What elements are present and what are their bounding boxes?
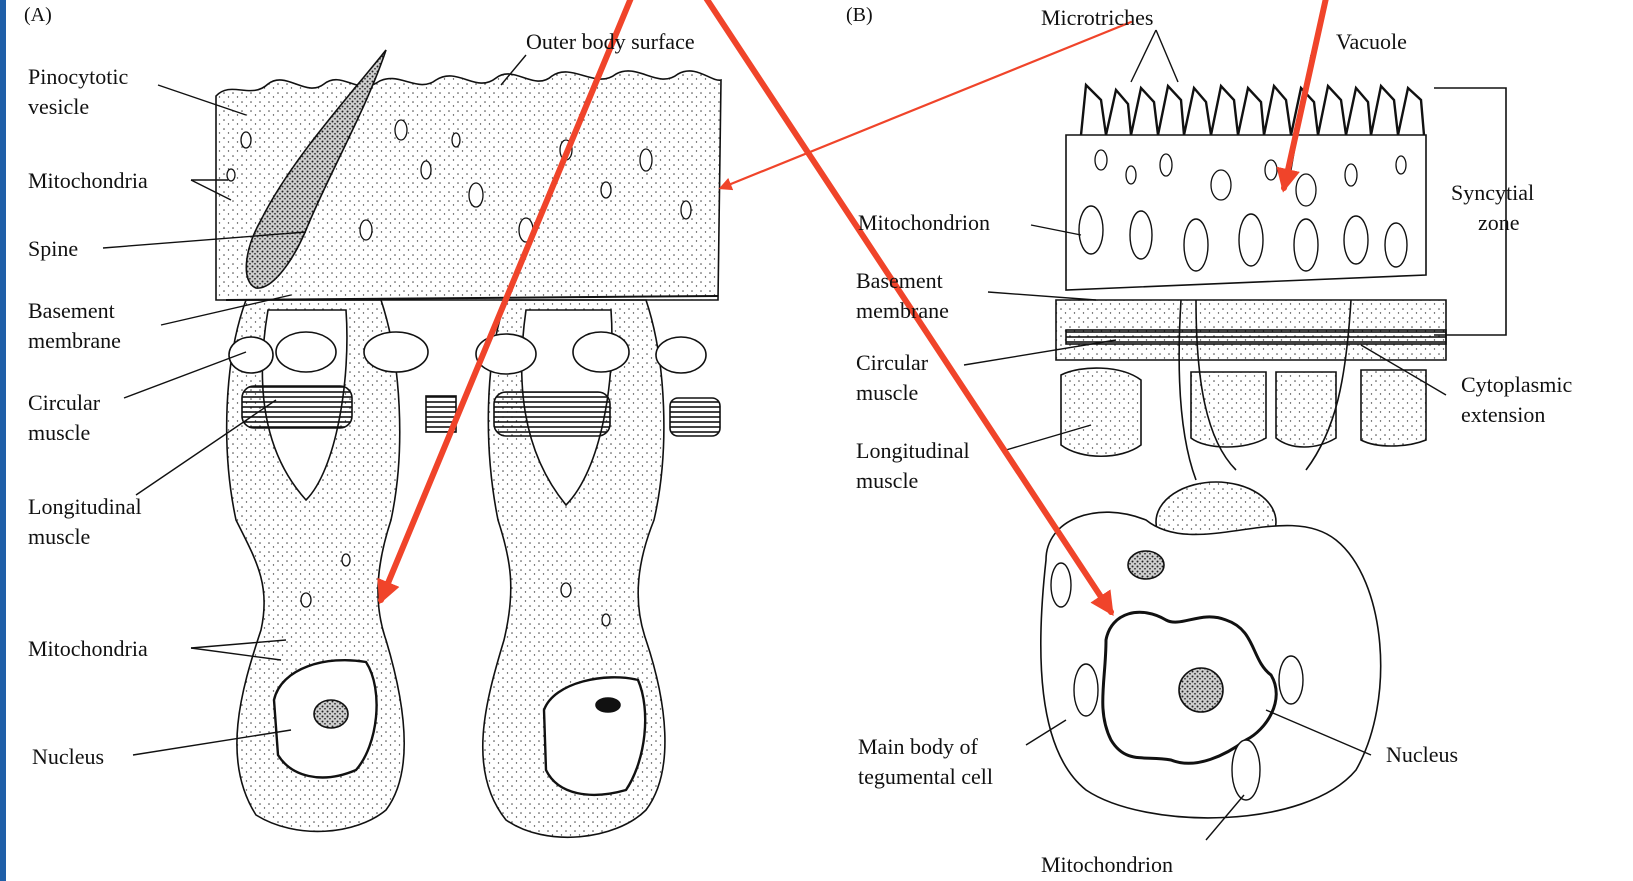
label-longitudinal-b-line1: Longitudinal	[856, 436, 970, 466]
label-basement-b-line2: membrane	[856, 296, 949, 326]
panel-b-longitudinal-muscle	[1061, 368, 1141, 456]
panel-a-drawing	[216, 50, 721, 837]
panel-b-mitochondrion-bottom-shape	[1232, 740, 1260, 800]
label-main-body-line2: tegumental cell	[858, 762, 993, 792]
label-spine: Spine	[28, 234, 78, 264]
label-basement-b-line1: Basement	[856, 266, 943, 296]
label-nucleus-b: Nucleus	[1386, 740, 1458, 770]
label-mitochondrion-bottom: Mitochondrion	[1041, 850, 1173, 880]
label-mitochondrion-top: Mitochondrion	[858, 208, 990, 238]
label-longitudinal-line1: Longitudinal	[28, 492, 142, 522]
label-outer-body-surface: Outer body surface	[526, 27, 695, 57]
label-circular-line2: muscle	[28, 418, 90, 448]
label-circular-b-line2: muscle	[856, 378, 918, 408]
label-syncytial-line1: Syncytial	[1451, 178, 1534, 208]
label-longitudinal-b-line2: muscle	[856, 466, 918, 496]
label-basement-line1: Basement	[28, 296, 115, 326]
label-vacuole: Vacuole	[1336, 27, 1407, 57]
label-pinocytotic-line1: Pinocytotic	[28, 62, 128, 92]
label-nucleus-a: Nucleus	[32, 742, 104, 772]
label-mitochondria-bottom: Mitochondria	[28, 634, 148, 664]
label-main-body-line1: Main body of	[858, 732, 978, 762]
panel-b-letter: (B)	[846, 0, 873, 30]
panel-a-longitudinal-muscle	[242, 386, 352, 428]
label-syncytial-line2: zone	[1478, 208, 1520, 238]
label-circular-line1: Circular	[28, 388, 100, 418]
panel-b-microtriches	[1081, 85, 1424, 135]
panel-b-circular-muscle	[1066, 330, 1446, 344]
label-mitochondria-top: Mitochondria	[28, 166, 148, 196]
panel-b-drawing	[1041, 85, 1506, 818]
panel-a-letter: (A)	[24, 0, 52, 30]
label-circular-b-line1: Circular	[856, 348, 928, 378]
label-cytoplasmic-line1: Cytoplasmic	[1461, 370, 1572, 400]
label-microtriches: Microtriches	[1041, 3, 1153, 33]
label-basement-line2: membrane	[28, 326, 121, 356]
label-longitudinal-line2: muscle	[28, 522, 90, 552]
figure-canvas: (A) (B) Outer body surface Pinocytotic v…	[6, 0, 1633, 881]
label-cytoplasmic-line2: extension	[1461, 400, 1545, 430]
panel-a-nucleus-right	[544, 677, 645, 794]
label-pinocytotic-line2: vesicle	[28, 92, 89, 122]
